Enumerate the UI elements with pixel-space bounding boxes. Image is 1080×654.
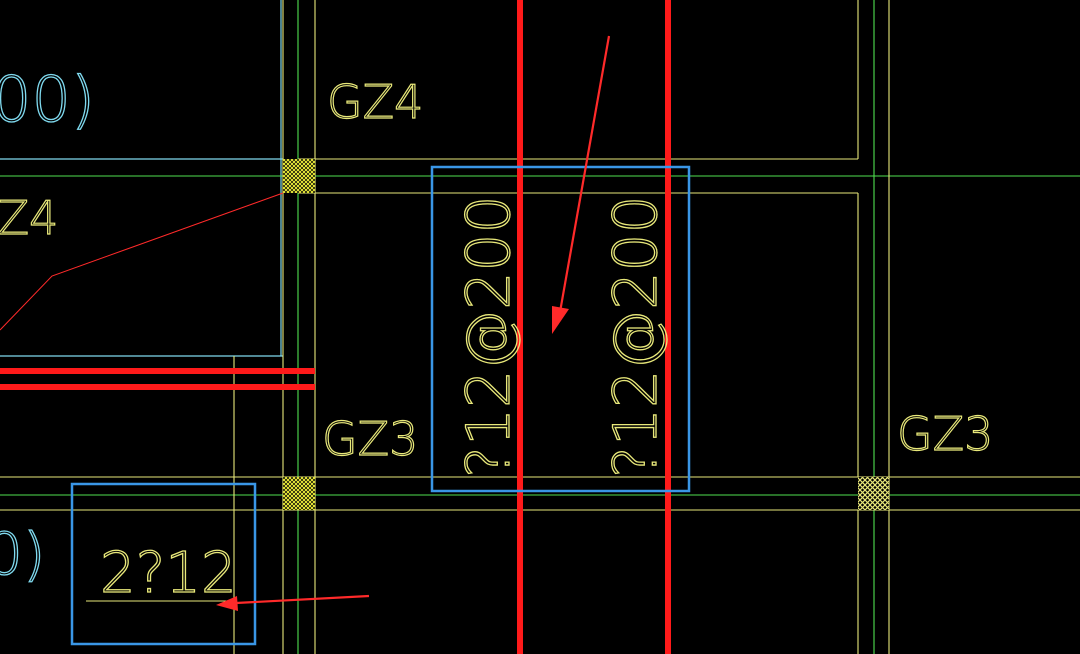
rebar-selection-box-vertical[interactable] (430, 165, 691, 493)
red-leader-line (0, 192, 284, 331)
rebar-annotation-left[interactable]: ?12@200 (453, 195, 524, 479)
column-bottom-right[interactable] (858, 477, 889, 510)
rebar-selection-box-horizontal[interactable] (70, 482, 257, 646)
column-label-gz3-center[interactable]: GZ3 (321, 411, 419, 466)
column-bottom-left[interactable] (283, 477, 315, 510)
column-label-gz4[interactable]: GZ4 (326, 74, 424, 129)
column-label-gz3-right[interactable]: GZ3 (896, 406, 994, 461)
cyan-beam-lines (0, 0, 283, 357)
rebar-annotation-horizontal[interactable]: 2?12 (99, 540, 237, 606)
partial-label-top-left: 00) (0, 63, 95, 136)
red-wall-lines (0, 0, 671, 654)
rebar-annotation-right[interactable]: ?12@200 (600, 195, 671, 479)
partial-label-mid-left: GZ4 (0, 191, 58, 245)
partial-label-bottom-left: 0) (0, 520, 46, 588)
red-arrow-icon (216, 594, 370, 611)
column-top-left[interactable] (283, 159, 315, 193)
red-arrow-icon (552, 35, 611, 334)
